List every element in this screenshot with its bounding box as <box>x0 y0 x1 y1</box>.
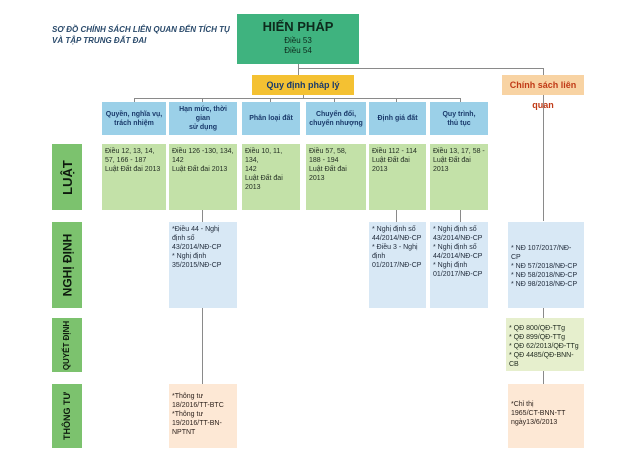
connector <box>202 98 203 102</box>
connector <box>543 308 544 318</box>
nghi-dinh-box-han-muc: *Điều 44 - Nghị định số 43/2014/NĐ-CP * … <box>169 222 237 308</box>
row-label-luat: LUẬT <box>52 144 82 210</box>
row-label-quyet-dinh: QUYẾT ĐỊNH <box>52 318 82 372</box>
connector <box>134 98 461 99</box>
connector <box>460 210 461 222</box>
connector <box>270 98 271 102</box>
root-lines: Điều 53 Điều 54 <box>284 36 312 55</box>
connector <box>202 308 203 384</box>
thong-tu-box-han-muc: *Thông tư 18/2016/TT-BTC *Thông tư 19/20… <box>169 384 237 448</box>
connector <box>396 210 397 222</box>
connector <box>543 95 544 221</box>
root-title: HIẾN PHÁP <box>262 19 334 34</box>
connector <box>460 98 461 102</box>
connector <box>134 98 135 102</box>
luat-box-dinh-gia: Điều 112 - 114 Luật Đất đai 2013 <box>369 144 426 210</box>
row-label-nghi-dinh: NGHỊ ĐỊNH <box>52 222 82 308</box>
category-phan-loai-dat: Phân loại đất <box>242 102 300 135</box>
node-chinh-sach-lien-quan: Chính sách liên quan <box>502 75 584 110</box>
connector <box>334 98 335 102</box>
connector <box>543 371 544 384</box>
nghi-dinh-box-dinh-gia: * Nghị định số 44/2014/NĐ-CP * Điều 3 - … <box>369 222 426 308</box>
root-node-hien-phap: HIẾN PHÁP Điều 53 Điều 54 <box>237 14 359 64</box>
diagram-title: SƠ ĐỒ CHÍNH SÁCH LIÊN QUAN ĐẾN TÍCH TỤ V… <box>52 25 230 45</box>
luat-box-chuyen-doi: Điều 57, 58, 188 - 194 Luật Đất đai 2013 <box>306 144 366 210</box>
connector <box>543 68 544 75</box>
nghi-dinh-box-quy-trinh: * Nghị định số 43/2014/NĐ-CP * Nghị định… <box>430 222 488 308</box>
thong-tu-box-chinh-sach: *Chỉ thị 1965/CT-BNN-TT ngày13/6/2013 <box>508 384 584 448</box>
luat-box-quy-trinh: Điều 13, 17, 58 - Luật Đất đai 2013 <box>430 144 488 210</box>
nghi-dinh-box-chinh-sach: * NĐ 107/2017/NĐ-CP * NĐ 57/2018/NĐ-CP *… <box>508 222 584 308</box>
category-quyen-nghia-vu: Quyền, nghĩa vụ, trách nhiệm <box>102 102 166 135</box>
connector <box>396 98 397 102</box>
category-han-muc: Hạn mức, thời gian sử dụng <box>169 102 237 135</box>
category-chuyen-doi: Chuyển đổi, chuyển nhượng <box>306 102 366 135</box>
node-quy-dinh-phap-ly: Quy định pháp lý <box>252 75 354 95</box>
category-quy-trinh: Quy trình, thủ tục <box>430 102 488 135</box>
luat-box-quyen: Điều 12, 13, 14, 57, 166 - 187 Luật Đất … <box>102 144 166 210</box>
luat-box-han-muc: Điều 126 -130, 134, 142 Luật Đất đai 201… <box>169 144 237 210</box>
connector <box>298 68 543 69</box>
row-label-thong-tu: THÔNG TƯ <box>52 384 82 448</box>
connector <box>202 210 203 222</box>
connector <box>298 64 299 75</box>
category-dinh-gia-dat: Định giá đất <box>369 102 426 135</box>
connector <box>303 95 304 99</box>
luat-box-phan-loai: Điều 10, 11, 134, 142 Luật Đất đai 2013 <box>242 144 300 210</box>
quyet-dinh-box-chinh-sach: * QĐ 800/QĐ-TTg * QĐ 899/QĐ-TTg * QĐ 62/… <box>506 318 584 371</box>
